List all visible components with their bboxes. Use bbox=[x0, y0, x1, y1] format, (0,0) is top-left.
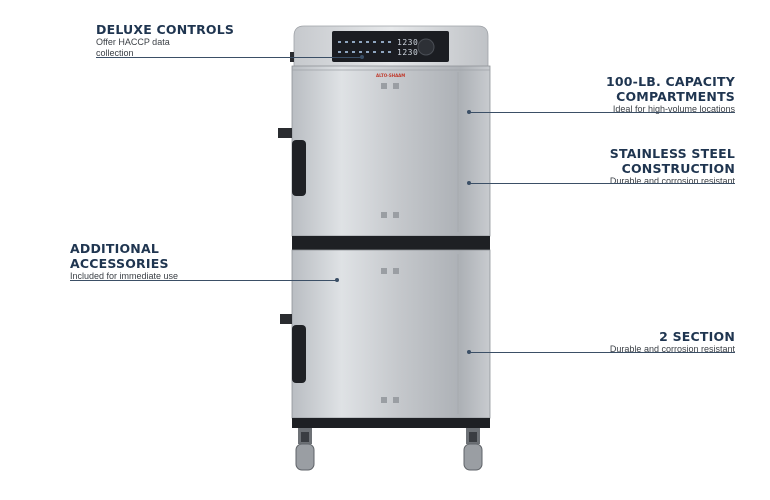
callout-title: DELUXE CONTROLS bbox=[96, 22, 235, 37]
callout-title-line1: ADDITIONAL bbox=[70, 241, 159, 256]
callout-title: 2 SECTION bbox=[659, 329, 735, 344]
callout-accessories: ADDITIONAL ACCESSORIES Included for imme… bbox=[70, 241, 270, 282]
upper-compartment bbox=[278, 65, 491, 237]
leader-line bbox=[470, 112, 735, 113]
callout-desc: Ideal for high-volume locations bbox=[612, 104, 735, 114]
display-top-readout: 1230 bbox=[397, 38, 419, 47]
leader-line bbox=[470, 352, 735, 353]
leader-dot bbox=[360, 55, 364, 59]
caster-base bbox=[292, 418, 490, 471]
callout-desc-line2: collection bbox=[96, 48, 134, 58]
leader-line bbox=[70, 280, 338, 281]
callout-stainless: STAINLESS STEEL CONSTRUCTION Durable and… bbox=[530, 146, 735, 187]
brand-logo: ALTO-SHAAM bbox=[376, 73, 406, 78]
display-bottom-readout: 1230 bbox=[397, 48, 419, 57]
control-panel[interactable] bbox=[332, 31, 449, 62]
callout-desc: Durable and corrosion resistant bbox=[609, 176, 735, 186]
leader-dot bbox=[335, 278, 339, 282]
lower-compartment bbox=[280, 249, 491, 419]
control-knob[interactable] bbox=[417, 38, 435, 56]
leader-dot bbox=[467, 110, 471, 114]
section-divider bbox=[292, 236, 490, 250]
callout-title-line2: CONSTRUCTION bbox=[621, 161, 735, 176]
callout-title-line1: STAINLESS STEEL bbox=[609, 146, 735, 161]
callout-title-line1: 100-LB. CAPACITY bbox=[605, 74, 735, 89]
upper-door-handle[interactable] bbox=[292, 140, 306, 196]
leader-dot bbox=[467, 181, 471, 185]
leader-line bbox=[96, 57, 362, 58]
lower-door-handle[interactable] bbox=[292, 325, 306, 383]
callout-two-section: 2 SECTION Durable and corrosion resistan… bbox=[530, 329, 735, 355]
callout-desc: Durable and corrosion resistant bbox=[609, 344, 735, 354]
callout-title-line2: COMPARTMENTS bbox=[616, 89, 735, 104]
leader-dot bbox=[467, 350, 471, 354]
callout-title-line2: ACCESSORIES bbox=[70, 256, 169, 271]
callout-capacity: 100-LB. CAPACITY COMPARTMENTS Ideal for … bbox=[530, 74, 735, 115]
callout-desc-line1: Offer HACCP data bbox=[96, 37, 170, 47]
callout-desc: Included for immediate use bbox=[70, 271, 179, 281]
leader-line bbox=[470, 183, 735, 184]
callout-deluxe-controls: DELUXE CONTROLS Offer HACCP data collect… bbox=[96, 22, 286, 59]
